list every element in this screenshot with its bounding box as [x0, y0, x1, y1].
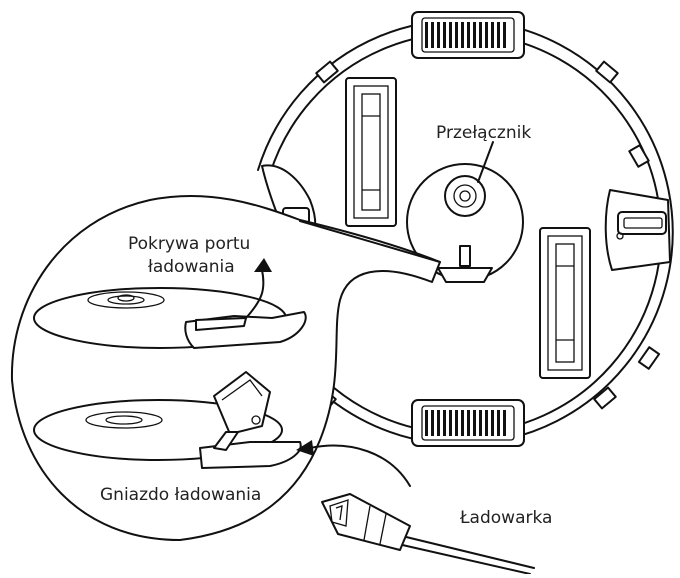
left-roller-brush — [346, 78, 396, 226]
wheel-tread-tooth — [455, 410, 458, 436]
wheel-tread-tooth — [461, 22, 464, 48]
wheel-tread-tooth — [491, 410, 494, 436]
top-wheel — [412, 12, 524, 58]
wheel-tread-tooth — [443, 22, 446, 48]
wheel-tread-tooth — [425, 22, 428, 48]
label-switch: Przełącznik — [436, 123, 531, 143]
label-port-cover: Pokrywa portu — [128, 234, 250, 254]
wheel-tread-tooth — [497, 410, 500, 436]
wheel-tread-tooth — [491, 22, 494, 48]
wheel-tread-tooth — [479, 22, 482, 48]
wheel-tread-tooth — [497, 22, 500, 48]
wheel-tread-tooth — [461, 410, 464, 436]
wheel-tread-tooth — [503, 22, 506, 48]
wheel-tread-tooth — [437, 22, 440, 48]
wheel-tread-tooth — [467, 410, 470, 436]
wheel-tread-tooth — [449, 410, 452, 436]
wheel-tread-tooth — [473, 410, 476, 436]
wheel-tread-tooth — [485, 22, 488, 48]
wheel-tread-tooth — [503, 410, 506, 436]
label-charger: Ładowarka — [459, 508, 552, 528]
right-roller-brush — [540, 228, 590, 378]
wheel-tread-tooth — [437, 410, 440, 436]
wheel-tread-tooth — [473, 22, 476, 48]
charger-arrow — [296, 440, 410, 486]
bottom-wheel — [412, 400, 524, 446]
wheel-tread-tooth — [431, 22, 434, 48]
wheel-tread-tooth — [479, 410, 482, 436]
wheel-tread-tooth — [431, 410, 434, 436]
wheel-tread-tooth — [449, 22, 452, 48]
wheel-tread-tooth — [443, 410, 446, 436]
charger-plug — [322, 494, 534, 574]
label-port-cover-2: ładowania — [148, 257, 235, 277]
wheel-tread-tooth — [467, 22, 470, 48]
wheel-tread-tooth — [455, 22, 458, 48]
label-charging-socket: Gniazdo ładowania — [100, 485, 261, 505]
wheel-tread-tooth — [425, 410, 428, 436]
wheel-tread-tooth — [485, 410, 488, 436]
